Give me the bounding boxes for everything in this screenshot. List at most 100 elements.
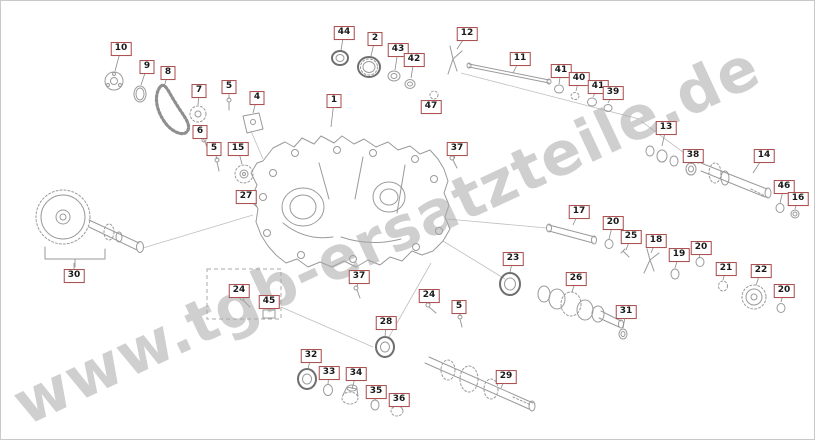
part-callout-30[interactable]: 30 [63,269,85,283]
gear-15 [234,164,254,184]
part-callout-10[interactable]: 10 [110,42,132,56]
part-callout-6[interactable]: 6 [192,125,208,139]
washer-20c [776,303,786,313]
gear-cluster-26 [560,291,582,317]
small-fasteners [201,97,463,328]
washer-13a [645,145,655,157]
bracket-4 [242,112,264,134]
part-callout-20[interactable]: 20 [602,216,624,230]
o-ring-9 [133,85,147,103]
bevel-gear-34 [341,391,359,405]
part-callout-24[interactable]: 24 [418,289,440,303]
washer-31 [618,328,628,340]
washer-20b [695,257,705,267]
part-callout-21[interactable]: 21 [715,262,737,276]
crank-bearing-set [331,50,439,100]
shift-fork-18 [643,248,660,274]
part-callout-5[interactable]: 5 [221,80,237,94]
washer-41b [587,97,597,107]
part-callout-37[interactable]: 37 [348,270,370,284]
washer-39 [603,104,613,112]
part-callout-43[interactable]: 43 [387,43,409,57]
bearing-2 [357,56,381,78]
washer-35 [370,399,380,411]
part-callout-12[interactable]: 12 [456,27,478,41]
crankcase-outline [250,135,451,268]
part-callout-31[interactable]: 31 [615,305,637,319]
washer-42 [404,79,416,89]
part-callout-19[interactable]: 19 [668,248,690,262]
assembly-axis-lines [142,72,700,348]
part-callout-16[interactable]: 16 [787,192,809,206]
optional-parts-dashed-box [206,268,282,320]
part-callout-4[interactable]: 4 [249,91,265,105]
part-callout-14[interactable]: 14 [753,149,775,163]
part-callout-45[interactable]: 45 [258,295,280,309]
part-callout-40[interactable]: 40 [568,72,590,86]
flange-10 [104,71,124,91]
spring-40 [570,92,580,100]
washer-19 [670,268,680,280]
gear-22 [741,284,767,310]
part-callout-23[interactable]: 23 [502,252,524,266]
part-callout-17[interactable]: 17 [568,205,590,219]
part-callout-33[interactable]: 33 [318,366,340,380]
shift-fork-12 [447,45,463,75]
part-callout-2[interactable]: 2 [367,32,383,46]
part-callout-47[interactable]: 47 [420,100,442,114]
gearshift-fork-and-rod [447,45,613,112]
part-callout-20[interactable]: 20 [690,241,712,255]
part-callout-44[interactable]: 44 [333,26,355,40]
part-callout-46[interactable]: 46 [773,180,795,194]
part-callout-27[interactable]: 27 [235,190,257,204]
washer-46 [775,203,785,213]
part-callout-8[interactable]: 8 [160,66,176,80]
part-callout-1[interactable]: 1 [326,94,342,108]
part-callout-25[interactable]: 25 [620,230,642,244]
part-callout-35[interactable]: 35 [365,385,387,399]
part-callout-15[interactable]: 15 [227,142,249,156]
washer-33 [323,384,333,396]
part-callout-26[interactable]: 26 [565,272,587,286]
part-callout-36[interactable]: 36 [388,393,410,407]
circlip-47 [429,90,439,100]
bolt-24b [425,302,431,308]
part-callout-18[interactable]: 18 [645,234,667,248]
part-callout-7[interactable]: 7 [191,84,207,98]
callout-leader-lines [73,32,799,407]
part-callout-38[interactable]: 38 [682,149,704,163]
part-callout-22[interactable]: 22 [750,264,772,278]
bearing-28 [375,336,395,358]
group-bracket [44,246,106,268]
part-callout-24[interactable]: 24 [228,284,250,298]
part-callout-34[interactable]: 34 [345,367,367,381]
part-callout-11[interactable]: 11 [509,52,531,66]
shift-spindle-assembly [546,223,786,313]
main-shaft-29 [428,356,534,404]
spindle-17 [548,224,596,238]
part-callout-37[interactable]: 37 [446,142,468,156]
nut-16 [790,209,800,219]
part-callout-20[interactable]: 20 [773,284,795,298]
part-callout-13[interactable]: 13 [655,121,677,135]
dowel-45 [262,309,276,319]
washer-41a [554,84,564,94]
washer-43 [387,70,401,82]
part-callout-29[interactable]: 29 [495,370,517,384]
part-callout-28[interactable]: 28 [375,316,397,330]
countershaft-cluster [499,272,628,340]
washer-38 [685,162,697,176]
bearing-23 [499,272,521,296]
pin-25 [620,248,630,258]
part-callout-9[interactable]: 9 [139,60,155,74]
part-callout-5[interactable]: 5 [451,300,467,314]
flange-oring-chain [104,71,264,184]
part-callout-42[interactable]: 42 [403,53,425,67]
screw-37a [449,155,455,161]
washer-13b [656,149,668,163]
part-callout-39[interactable]: 39 [602,86,624,100]
part-callout-5[interactable]: 5 [206,142,222,156]
part-callout-41[interactable]: 41 [550,64,572,78]
part-callout-32[interactable]: 32 [300,349,322,363]
